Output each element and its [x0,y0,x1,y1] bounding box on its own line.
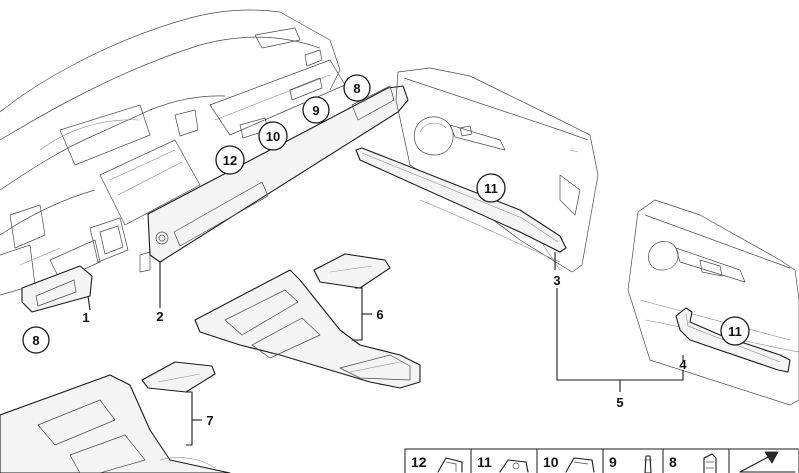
callout-label: 11 [728,324,742,339]
callout-8-left: 8 [22,326,50,354]
legend-item-11: 11 [470,448,538,473]
callout-11-front: 11 [476,173,506,203]
legend-label: 8 [669,454,677,470]
legend-label: 12 [411,454,427,470]
callout-label: 8 [32,333,39,348]
front-door-trim-strip [355,147,567,253]
part-number-5: 5 [616,395,623,410]
small-trim-left [21,265,93,313]
part-number-1: 1 [82,310,89,325]
callout-label: 12 [223,153,237,168]
clip-icon [703,453,717,473]
legend-label: 11 [477,454,492,470]
callout-10: 10 [258,121,288,151]
callout-12: 12 [215,145,245,175]
callout-label: 11 [484,181,498,196]
small-parts-legend: 12 11 10 9 [404,448,799,473]
arrow-icon [739,451,796,473]
console-cover-lower [141,361,216,393]
front-door-panel [395,67,599,273]
legend-item-12: 12 [404,448,472,473]
clip-icon [565,457,595,473]
pin-icon [644,455,652,473]
legend-item-8: 8 [662,448,730,473]
callout-8-top: 8 [343,74,371,102]
rear-door-panel [627,199,799,406]
dashboard-trim-strip [147,85,409,263]
legend-item-10: 10 [536,448,604,473]
legend-item-9: 9 [602,448,664,473]
legend-label: 10 [543,454,559,470]
console-trim-upper [194,269,421,389]
callout-label: 8 [353,81,360,96]
part-number-4: 4 [679,357,687,372]
callout-label: 9 [312,103,319,118]
part-number-3: 3 [553,273,560,288]
legend-item-arrow [728,448,799,473]
part-number-7: 7 [206,413,213,428]
console-trim-lower [0,374,231,473]
callout-label: 10 [266,129,280,144]
leader-lines [87,252,684,446]
legend-label: 9 [609,454,617,470]
callout-11-rear: 11 [720,316,750,346]
clip-icon [437,457,463,473]
console-cover-upper [313,253,391,289]
clip-icon [499,459,529,473]
part-number-2: 2 [156,309,163,324]
part-number-6: 6 [376,307,383,322]
callout-9: 9 [302,96,330,124]
